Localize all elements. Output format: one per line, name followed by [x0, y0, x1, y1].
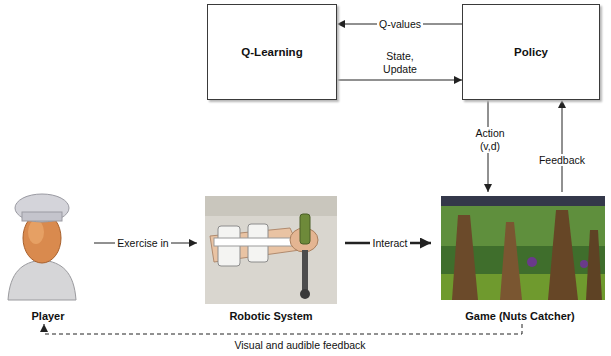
player-face: [23, 213, 61, 263]
edge-label: Interact: [370, 237, 409, 250]
player-hat: [15, 194, 69, 222]
tree-trunk: [586, 230, 602, 300]
edge-label: Exercise in: [115, 237, 170, 250]
player-hat-band: [22, 212, 62, 221]
figure-caption: Player: [2, 310, 94, 322]
edge-label: Q-values: [377, 18, 423, 31]
process-box: Q-Learning: [207, 4, 337, 100]
tree-trunk: [500, 222, 522, 300]
handle: [300, 214, 310, 244]
robotic-system-figure: Robotic System: [197, 192, 345, 324]
player-icon: [8, 194, 76, 300]
flow-arrow: [562, 100, 563, 192]
photo-wall: [205, 196, 337, 216]
figure-caption: Game (Nuts Catcher): [431, 310, 609, 322]
brace-bar: [214, 238, 294, 246]
handle-base: [300, 289, 310, 299]
photo-background: [205, 196, 337, 304]
box-label: Q-Learning: [235, 46, 308, 58]
game-toolbar: [441, 196, 605, 206]
figure-caption: Robotic System: [197, 310, 345, 322]
player-figure: Player: [2, 192, 94, 324]
flow-arrow: [337, 80, 462, 81]
player-body: [8, 260, 76, 300]
box-label: Policy: [508, 46, 554, 58]
edge-label: Action (v,d): [468, 127, 512, 152]
robotic-system-photo: [205, 196, 337, 304]
game-figure: Game (Nuts Catcher): [431, 192, 609, 324]
game-background: [441, 196, 605, 300]
game-character: [580, 260, 588, 268]
process-box: Policy: [462, 4, 600, 100]
tree-trunk: [452, 215, 478, 300]
feedback-loop-arrow: [44, 324, 522, 334]
edge-label: Visual and audible feedback: [232, 339, 367, 352]
edge-label: Feedback: [537, 154, 587, 167]
player-face-light: [28, 220, 44, 244]
game-character: [527, 257, 537, 267]
edge-label: State, Update: [376, 50, 424, 75]
game-screenshot: [441, 196, 605, 300]
tree-trunk: [548, 210, 578, 300]
handle-shaft: [302, 250, 308, 290]
